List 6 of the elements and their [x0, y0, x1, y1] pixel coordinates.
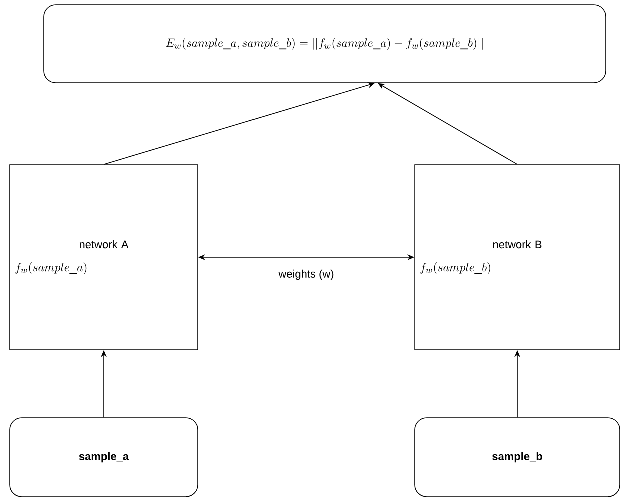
formula-box: $E_{w}(sample\_a, sample\_b) = ||f_{w}(sample\_a) - f_{w}(sample\_b)||$ — [44, 4, 606, 84]
sample-box: sample_a — [10, 418, 198, 498]
network-box: network B $f_{w}(sample\_b)$ — [414, 164, 620, 350]
network-box: network A $f_{w}(sample\_a)$ — [10, 164, 198, 350]
sample-box: sample_b — [414, 418, 620, 498]
edge-label: weights (w) — [278, 268, 336, 282]
